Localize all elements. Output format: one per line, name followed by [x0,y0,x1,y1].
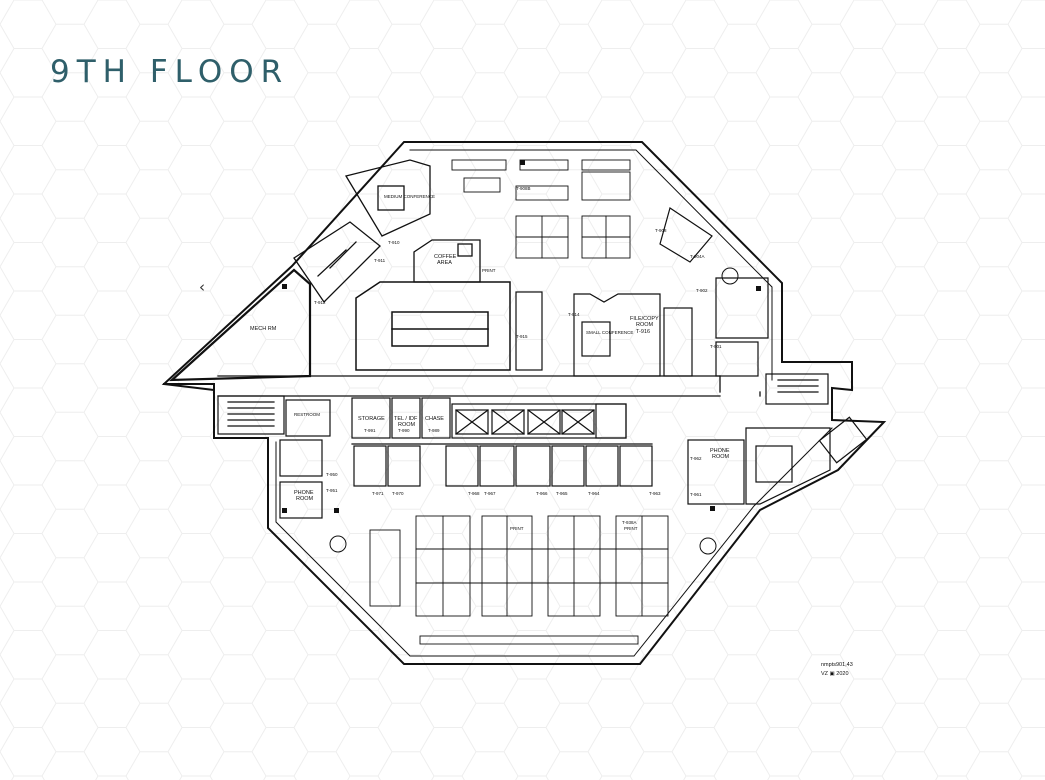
main-corridor [217,375,761,397]
tag-t966: T-966 [536,491,548,496]
tag-t970: T-970 [392,491,404,496]
top-workstations [451,159,631,259]
floor-title: 9TH FLOOR [50,54,290,90]
label-phone-left-2: ROOM [296,496,314,502]
tag-t967: T-967 [484,491,496,496]
label-phone-right-2: ROOM [712,454,730,460]
tag-t968: T-968 [468,491,480,496]
tag-t963: T-963 [649,491,661,496]
service-core [351,397,627,439]
label-chase-id: T-989 [428,428,440,433]
label-mech-rm: MECH RM [250,326,277,332]
label-storage: STORAGE [358,416,385,422]
tag-t910: T-910 [388,240,400,245]
right-side-rooms [687,416,868,505]
label-tel-idf-2: ROOM [398,422,416,428]
tag-t914: T-914 [568,312,580,317]
tag-t962: T-962 [690,456,702,461]
reference-line-1: nmpts901,43 [821,662,853,668]
building-outline [161,141,887,665]
chevron-left-icon[interactable]: ‹ [199,278,205,296]
tag-t961: T-961 [690,492,702,497]
tag-t964: T-964 [588,491,600,496]
round-tables [329,267,739,555]
large-conference-room [355,281,511,371]
label-phone-left-1: PHONE [294,490,314,496]
label-file-copy-2: ROOM [636,322,654,328]
tag-t912: T-912 [314,300,326,305]
right-top-rooms [659,207,829,405]
tag-t911: T-911 [374,258,386,263]
tag-t901: T-901 [710,344,722,349]
label-small-conference: SMALL CONFERENCE [586,330,633,335]
medium-conference-room [293,159,431,304]
tag-t971: T-971 [372,491,384,496]
label-storage-id: T-991 [364,428,376,433]
label-tel-idf-id: T-990 [398,428,410,433]
label-coffee-1: COFFEE [434,254,457,260]
tag-t938a: T-938A [622,520,637,525]
center-core [515,291,693,377]
drawing-reference: nmpts901,43 VZ ▣ 2020 [821,661,853,679]
label-file-copy-id: T-916 [636,329,650,335]
mech-room [169,268,312,382]
tag-t904a: T-904A [690,254,705,259]
tag-t950: T-950 [326,472,338,477]
structural-columns [282,160,761,513]
left-stair [217,395,331,437]
label-print-a: PRINT [510,526,524,531]
tag-t965: T-965 [556,491,568,496]
tag-t908: T-908 [655,228,667,233]
label-phone-right-1: PHONE [710,448,730,454]
label-print-b: PRINT [624,526,638,531]
left-side-rooms [279,439,323,519]
label-coffee-2: AREA [437,260,452,266]
bottom-workstations [369,515,669,645]
label-tel-idf-1: TEL / IDF [394,416,418,422]
label-print-top: PRINT [482,268,496,273]
tag-t915: T-915 [516,334,528,339]
label-chase: CHASE [425,416,444,422]
tag-t951: T-951 [326,488,338,493]
label-restroom: RESTROOM [294,412,320,417]
office-row [351,443,653,487]
label-file-copy-1: FILE/COPY [630,316,659,322]
tag-t902: T-902 [696,288,708,293]
label-medium-conference: MEDIUM CONFERENCE [384,194,435,199]
tag-t908b: T-908B [516,186,531,191]
reference-line-2: VZ ▣ 2020 [821,671,849,677]
